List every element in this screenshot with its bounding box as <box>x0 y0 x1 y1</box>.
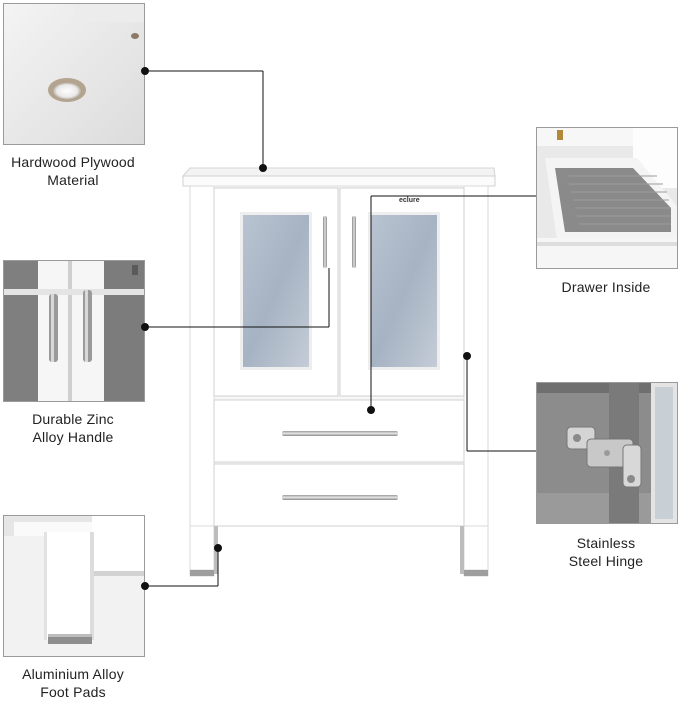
cabinet-top <box>181 167 496 187</box>
drawer-detail-image <box>537 128 677 268</box>
label-drawer: Drawer Inside <box>533 278 679 296</box>
label-plywood: Hardwood Plywood Material <box>0 153 146 189</box>
brand-logo-text: eclure <box>399 197 420 204</box>
inset-drawer <box>536 127 678 269</box>
cabinet-right-post <box>463 185 489 577</box>
left-foot-pad <box>190 570 214 576</box>
label-hinge-line1: Stainless <box>576 535 636 551</box>
label-hinge: Stainless Steel Hinge <box>533 534 679 570</box>
brand-logo: eclure <box>399 197 420 204</box>
inset-handle <box>3 260 145 402</box>
label-feet-line2: Foot Pads <box>40 684 106 700</box>
label-feet-line1: Aluminium Alloy <box>22 666 124 682</box>
left-door-glass <box>243 215 309 367</box>
right-door <box>339 187 465 397</box>
left-door <box>213 187 339 397</box>
drawer-1-handle <box>282 431 398 436</box>
hinge-detail-image <box>537 383 677 523</box>
drawer-2 <box>213 463 465 527</box>
inset-hinge <box>536 382 678 524</box>
leader-lines <box>141 67 536 590</box>
plywood-detail-image <box>4 4 144 144</box>
label-hinge-line2: Steel Hinge <box>568 553 644 569</box>
feet-detail-image <box>4 516 144 656</box>
label-plywood-line2: Material <box>47 172 99 188</box>
hinge-shape <box>566 426 642 488</box>
inset-feet <box>3 515 145 657</box>
right-door-handle <box>352 216 356 268</box>
label-drawer-line1: Drawer Inside <box>561 279 651 295</box>
label-handle-line2: Alloy Handle <box>32 429 114 445</box>
drawer-1 <box>213 399 465 463</box>
label-handle: Durable Zinc Alloy Handle <box>0 410 146 446</box>
inset-plywood <box>3 3 145 145</box>
left-door-handle <box>323 216 327 268</box>
right-foot-pad <box>464 570 488 576</box>
drawer-2-handle <box>282 495 398 500</box>
label-plywood-line1: Hardwood Plywood <box>11 154 135 170</box>
handle-detail-image <box>4 261 144 401</box>
label-handle-line1: Durable Zinc <box>32 411 114 427</box>
cabinet-left-post <box>189 185 215 577</box>
label-feet: Aluminium Alloy Foot Pads <box>0 665 146 701</box>
right-door-glass <box>371 215 437 367</box>
